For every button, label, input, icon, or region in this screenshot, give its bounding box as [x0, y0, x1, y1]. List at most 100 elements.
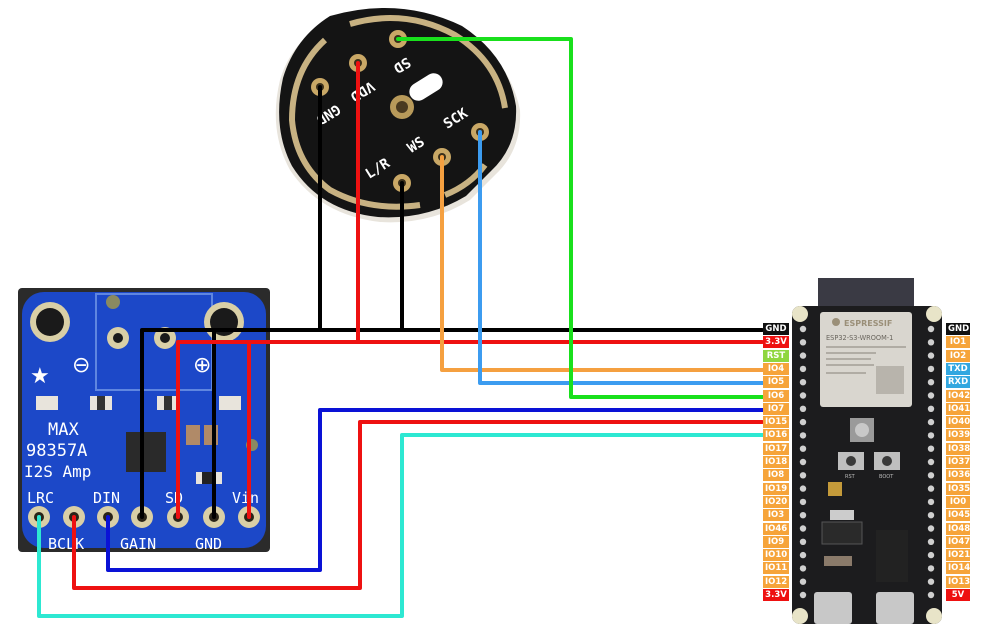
esp-right-pin-label: IO45 — [946, 509, 971, 522]
amp-label-lrc: LRC — [27, 489, 54, 507]
usb-port-right[interactable] — [876, 592, 914, 624]
esp-right-pin-label: IO38 — [946, 442, 971, 455]
esp-left-pin-label: GND — [763, 323, 789, 335]
esp-left-pin-hole — [799, 551, 807, 559]
microphone-board: SD VDD GND L/R WS SCK — [275, 8, 521, 223]
amp-label-gain: GAIN — [120, 535, 156, 553]
esp-right-pin-label: IO14 — [946, 562, 971, 575]
esp-right-pin-label: IO39 — [946, 429, 971, 442]
esp-left-pin-label: 3.3V — [763, 589, 789, 601]
esp-left-pin-label: IO4 — [763, 362, 789, 375]
amp-title-line3: I2S Amp — [24, 462, 91, 481]
esp-right-pin-label: IO21 — [946, 549, 971, 562]
esp-module-name: ESP32-S3-WROOM-1 — [826, 334, 893, 342]
esp-left-pin-label: IO10 — [763, 549, 789, 562]
esp-right-pin-hole — [927, 578, 935, 585]
esp-right-pin-label: IO36 — [946, 469, 971, 482]
esp-right-pin-label: 5V输入 — [946, 589, 970, 612]
amp-label-gnd: GND — [195, 535, 222, 553]
esp-left-pin-hole — [799, 472, 807, 479]
wire-ws — [440, 155, 768, 372]
esp-right-pin-hole — [927, 498, 935, 506]
esp-left-pin-hole — [799, 512, 807, 519]
esp-right-pin-hole — [927, 379, 935, 386]
wire-sd-mic — [396, 37, 768, 399]
esp-left-pin-label: IO15 — [763, 416, 789, 429]
esp-right-pin-hole — [927, 432, 935, 439]
esp-left-pin-label: IO20 — [763, 495, 789, 508]
esp-left-pin-label: IO18 — [763, 456, 789, 468]
esp-right-pin-hole — [927, 525, 935, 532]
adafruit-star-icon: ★ — [30, 364, 50, 389]
esp-right-pin-hole — [927, 392, 935, 399]
esp-right-pin-label: IO48 — [946, 522, 971, 535]
esp-right-pin-hole — [927, 512, 935, 519]
wire-bclk — [72, 420, 764, 590]
esp-left-pin-label: 3.3V — [763, 336, 789, 349]
amp-chip — [126, 432, 166, 472]
amp-label-bclk: BCLK — [48, 535, 84, 553]
esp-right-pin-hole — [927, 591, 935, 599]
esp-left-pin-hole — [799, 405, 807, 412]
wire-din — [106, 408, 768, 572]
esp-right-pin-label: IO1 — [946, 336, 970, 349]
boot-button-label: BOOT — [879, 474, 894, 480]
wire-lrc — [37, 433, 768, 618]
amp-title-line1: MAX — [48, 420, 79, 440]
esp-left-pin-hole — [799, 365, 807, 373]
esp-right-pin-hole — [927, 458, 935, 466]
esp-left-pin-hole — [799, 445, 807, 452]
esp-right-pin-hole — [927, 551, 935, 559]
esp-left-pin-hole — [799, 325, 807, 333]
esp-left-pin-label: IO8 — [763, 469, 789, 482]
esp-left-pin-hole — [799, 578, 807, 585]
esp-left-pin-hole — [799, 485, 807, 492]
amp-mount-hole-left — [30, 302, 70, 342]
esp-right-pin-label: GND — [946, 323, 970, 335]
amp-speaker-pad-plus — [154, 327, 176, 349]
esp-left-pin-label: IO12 — [763, 575, 789, 588]
esp-left-pin-label: IO11 — [763, 562, 789, 575]
esp-left-pin-label: IO7 — [763, 402, 789, 415]
esp-right-pin-hole — [927, 538, 935, 545]
usb-port-left[interactable] — [814, 592, 852, 624]
esp-right-pin-hole — [927, 325, 935, 333]
esp-right-pin-hole — [927, 472, 935, 479]
esp-left-pin-label: IO16 — [763, 429, 789, 442]
wires — [37, 37, 768, 618]
esp-left-pin-label: RST — [763, 349, 789, 362]
esp-qr-code — [876, 366, 904, 394]
wire-sck — [478, 130, 768, 385]
esp-right-pin-hole — [927, 445, 935, 452]
mic-ring-left — [288, 37, 421, 210]
esp-left-pin-label: IO46 — [763, 522, 789, 535]
esp-left-pin-label: IO6 — [763, 389, 789, 402]
esp32-board: ESPRESSIF ESP32-S3-WROOM-1 RST BOOT — [792, 278, 942, 624]
esp-left-pin-hole — [799, 432, 807, 439]
mic-label-sd: SD — [390, 54, 413, 77]
esp-right-pin-hole — [927, 565, 935, 572]
esp-left-pin-hole — [799, 565, 807, 572]
esp-left-pin-label: IO17 — [763, 442, 789, 455]
mic-ring-top — [349, 15, 508, 109]
esp-left-pin-hole — [799, 352, 807, 359]
esp-module-brand: ESPRESSIF — [844, 319, 892, 328]
esp-left-pin-hole — [799, 339, 807, 346]
minus-icon: ⊖ — [72, 353, 90, 378]
esp-right-pin-label: IO40 — [946, 416, 971, 429]
esp-left-pin-hole — [799, 392, 807, 399]
esp-left-pin-hole — [799, 458, 807, 466]
esp-right-pin-label: RXD — [946, 376, 970, 389]
esp-right-pin-hole — [927, 339, 935, 346]
esp-left-pin-hole — [799, 538, 807, 545]
esp-right-pin-hole — [927, 405, 935, 412]
esp-left-pin-label: IO3 — [763, 509, 789, 522]
amp-title-line2: 98357A — [26, 441, 87, 461]
amp-label-sd: SD — [165, 489, 183, 507]
amp-speaker-pad-minus — [107, 327, 129, 349]
esp-right-pin-label: IO47 — [946, 535, 971, 548]
plus-icon: ⊕ — [193, 353, 211, 378]
esp-right-pin-label: IO42 — [946, 389, 971, 402]
